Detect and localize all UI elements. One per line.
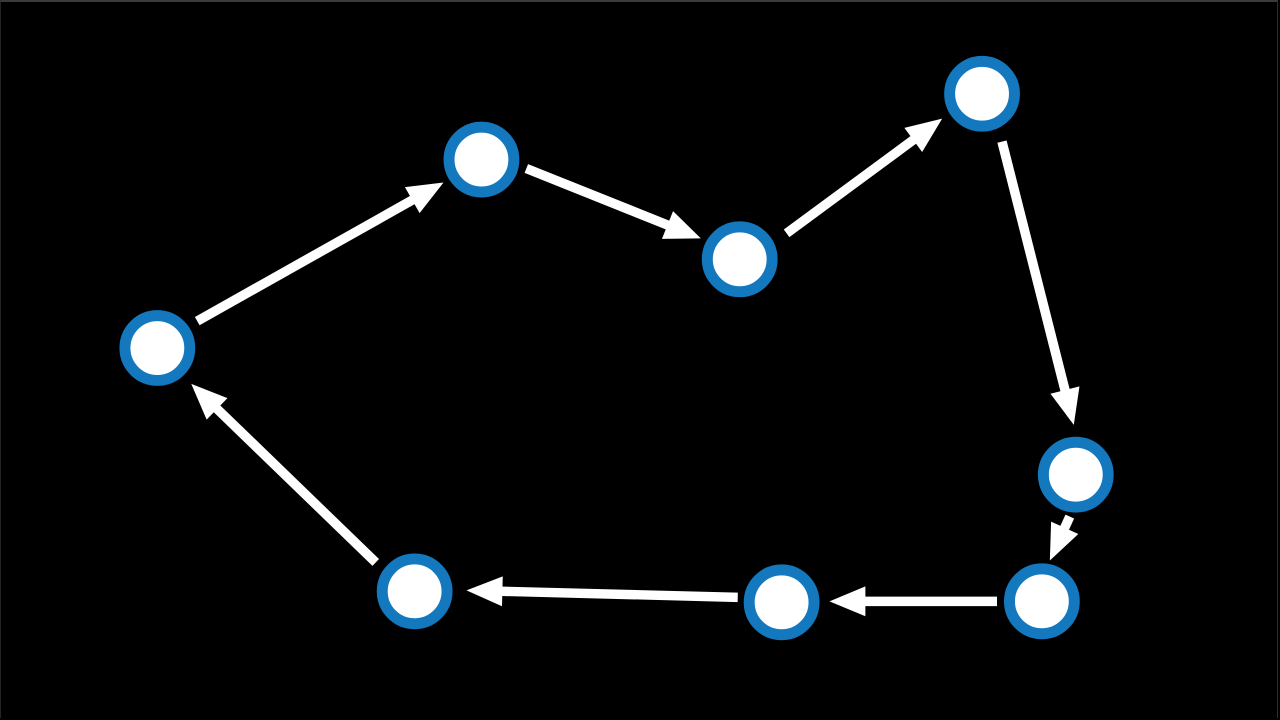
edge-arrowhead <box>466 576 503 607</box>
edge-n7-n8 <box>466 576 738 607</box>
edge-arrowhead <box>191 383 228 420</box>
graph-node-n2 <box>443 121 520 198</box>
edge-arrowhead <box>661 211 701 239</box>
edge-line <box>210 402 380 566</box>
edge-line <box>498 586 738 603</box>
edge-line <box>783 133 920 238</box>
edge-n2-n3 <box>524 164 701 239</box>
graph-node-n8 <box>376 553 453 630</box>
graph-node-n4 <box>944 55 1020 132</box>
edge-n4-n5 <box>997 140 1080 425</box>
graph-node-n3 <box>701 221 778 298</box>
edge-arrowhead <box>1049 521 1079 561</box>
edge-n3-n4 <box>783 118 943 238</box>
graph-node-n1 <box>119 310 196 386</box>
edge-n5-n6 <box>1049 514 1079 561</box>
edge-arrowhead <box>404 182 444 214</box>
graph-node-n7 <box>743 564 820 641</box>
graph-node-n5 <box>1037 436 1114 513</box>
edge-line <box>524 164 673 231</box>
graph-node-n6 <box>1003 563 1080 640</box>
edges-layer <box>191 118 1080 617</box>
edge-n8-n1 <box>191 383 380 566</box>
edge-arrowhead <box>1050 386 1080 425</box>
nodes-layer <box>119 55 1114 641</box>
edge-n1-n2 <box>194 182 444 326</box>
edge-arrowhead <box>829 586 866 617</box>
edge-line <box>997 140 1071 396</box>
edge-arrowhead <box>904 118 943 153</box>
edge-n6-n7 <box>829 586 998 617</box>
edge-line <box>194 194 419 326</box>
